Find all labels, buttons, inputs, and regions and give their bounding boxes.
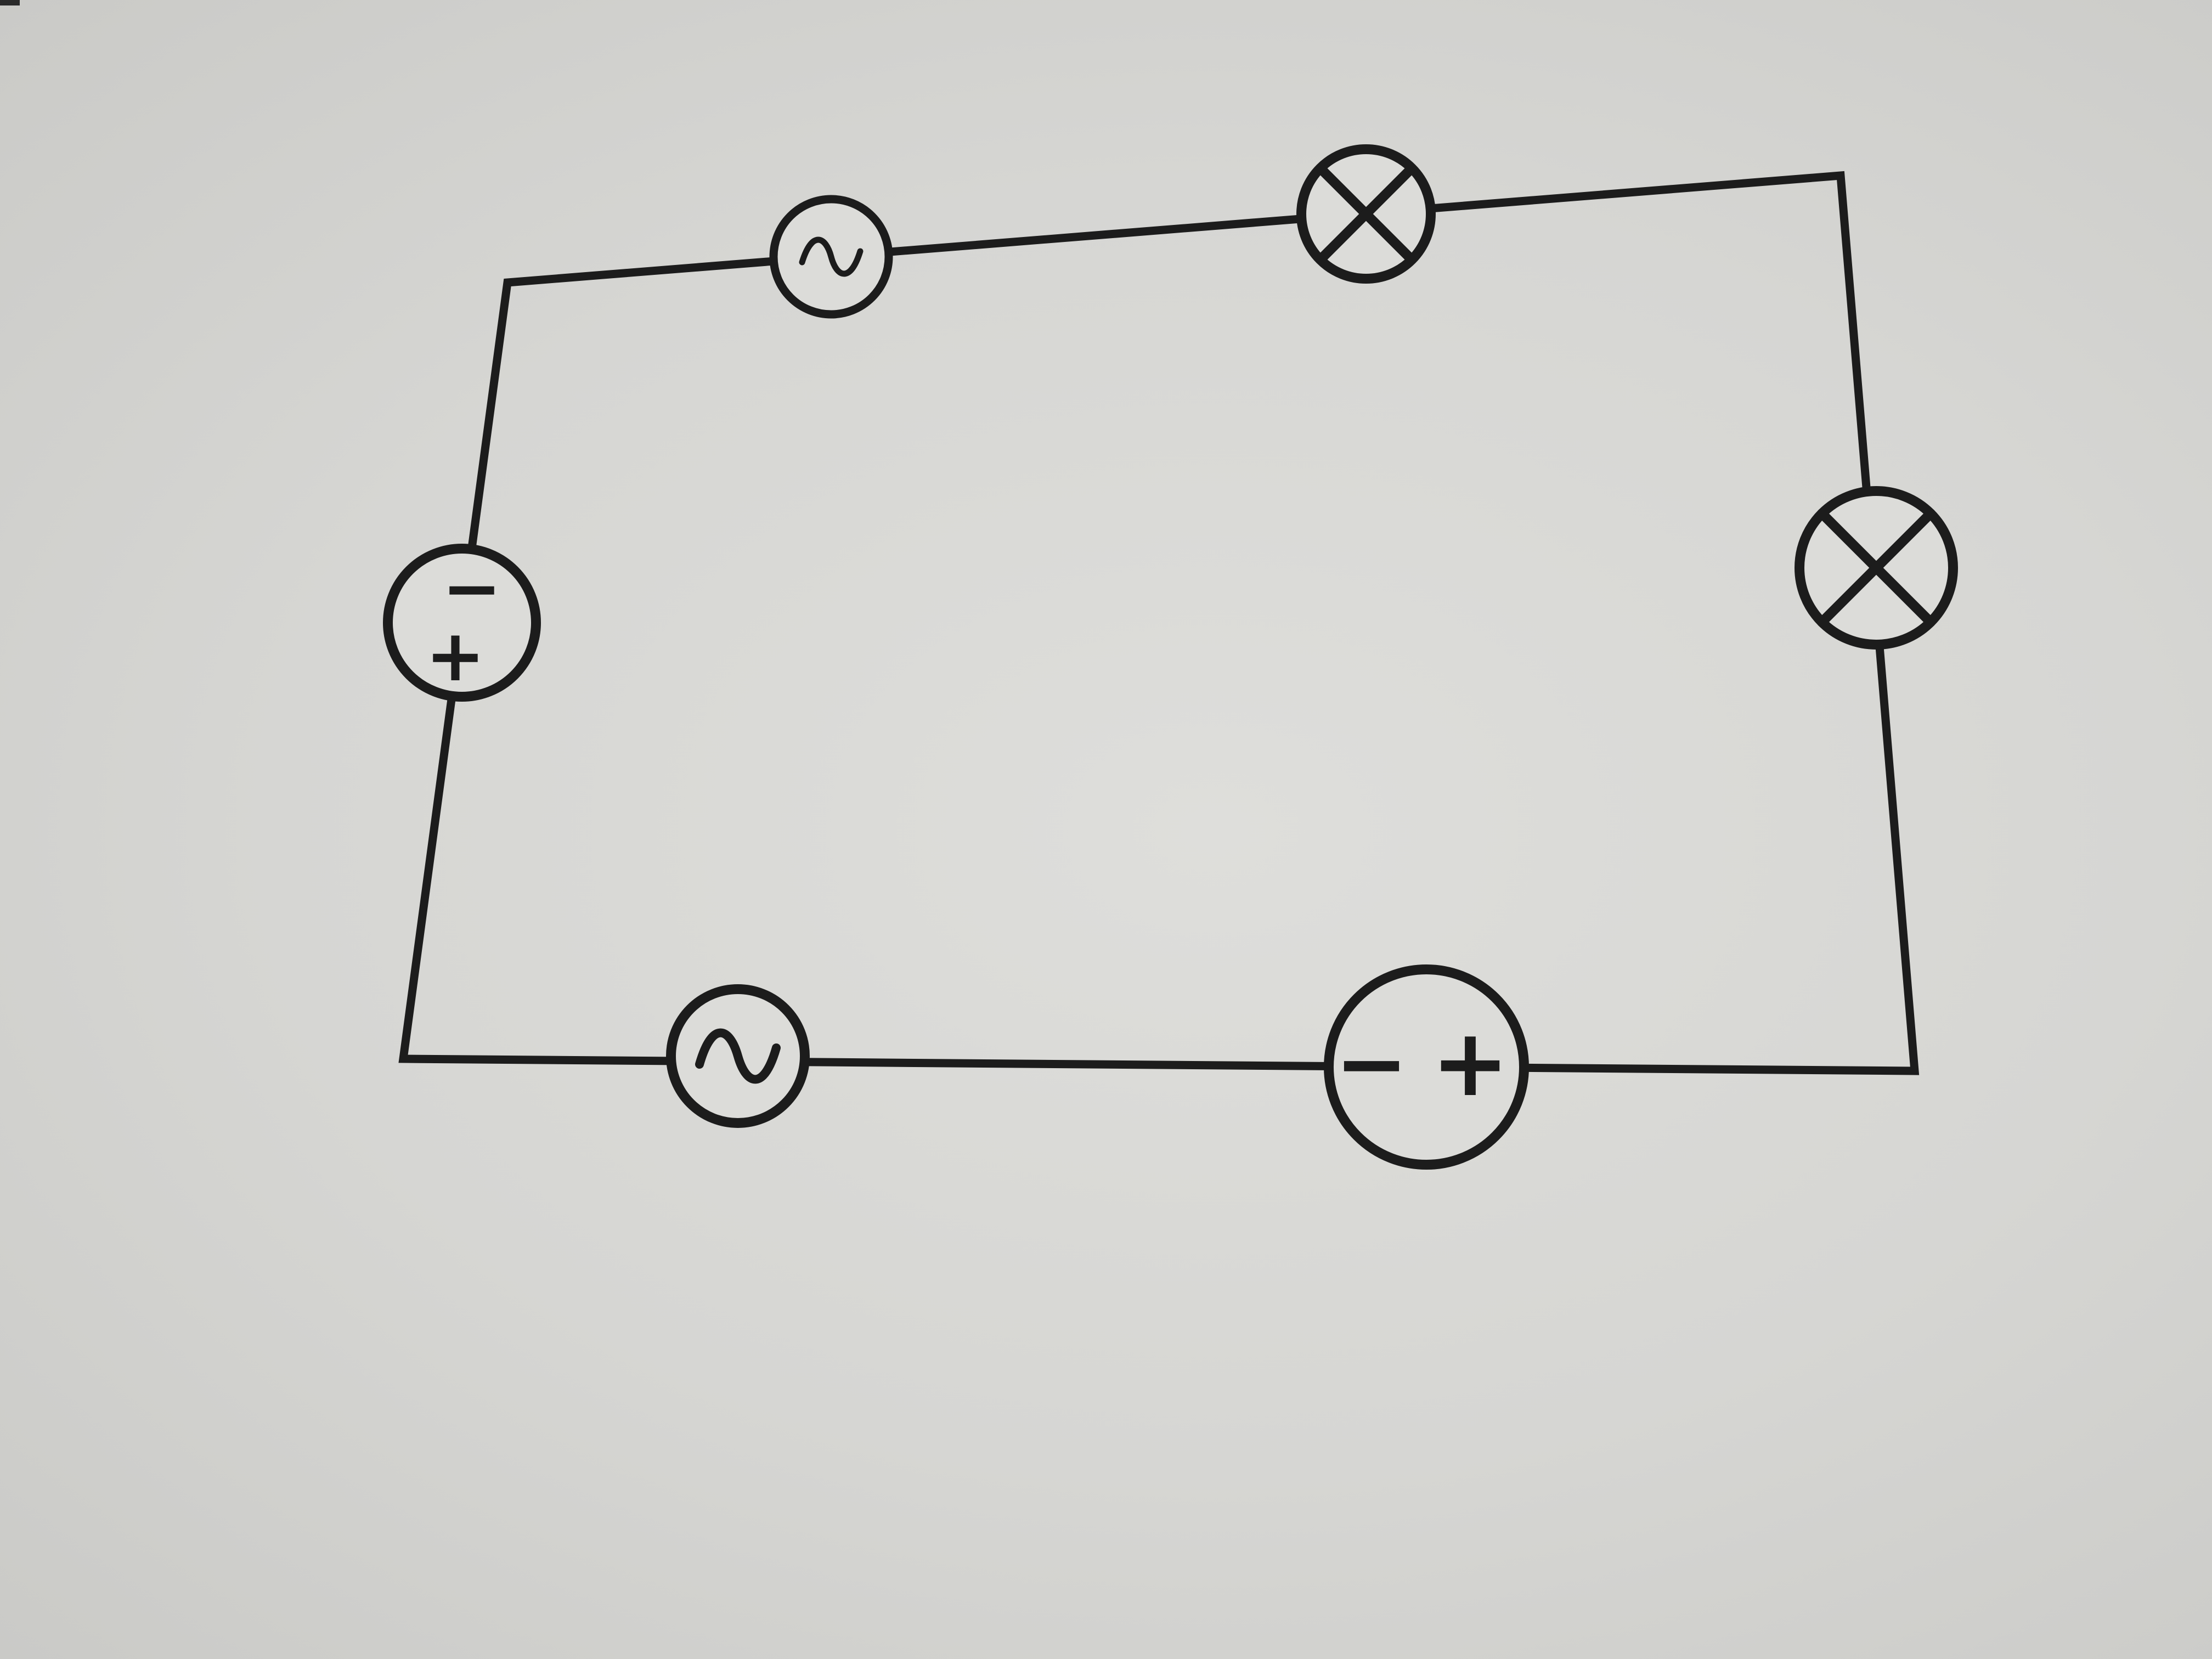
circuit-wire <box>398 171 1920 1075</box>
ac-source-bottom <box>666 984 810 1128</box>
plus-sign: + <box>426 614 486 697</box>
sine-wave-icon <box>799 236 864 277</box>
sine-wave-icon <box>695 1028 781 1084</box>
minus-sign: − <box>442 546 502 630</box>
minus-sign: − <box>1335 1012 1408 1115</box>
corner-mark <box>0 0 20 5</box>
dc-source-left: − + <box>383 544 541 702</box>
lamp-right <box>1795 486 1958 650</box>
lamp-top <box>1296 144 1436 284</box>
ac-source-top <box>769 195 893 319</box>
plus-sign: + <box>1431 1009 1509 1118</box>
dc-source-bottom: − + <box>1324 964 1529 1170</box>
